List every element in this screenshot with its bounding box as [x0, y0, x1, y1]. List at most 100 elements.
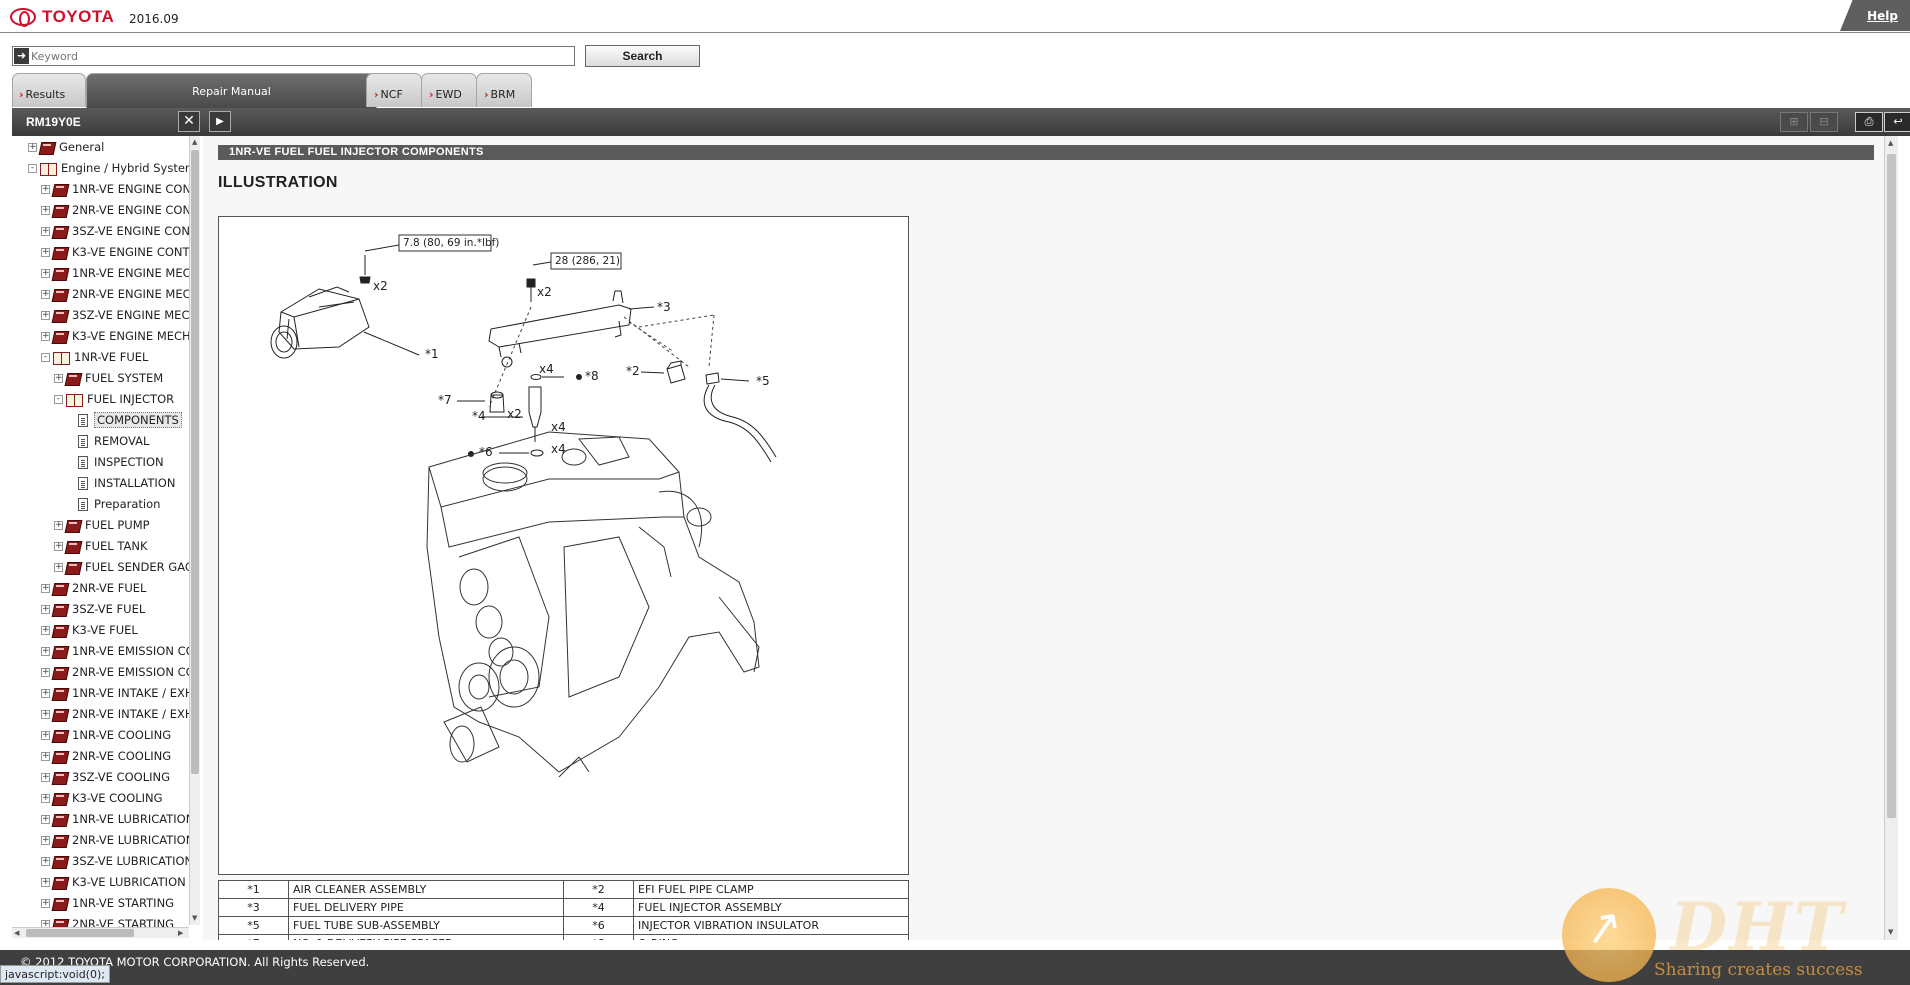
scroll-down-icon[interactable]: ▼ — [192, 914, 198, 922]
expand-icon[interactable]: + — [41, 183, 50, 194]
tree-node[interactable]: Preparation — [68, 495, 160, 513]
tree-node[interactable]: +K3-VE COOLING — [41, 789, 163, 807]
tree-node[interactable]: +1NR-VE ENGINE CONTROL — [41, 180, 190, 198]
expand-icon[interactable]: + — [41, 645, 50, 656]
expand-panel-button[interactable]: ▶ — [209, 111, 231, 132]
tree-node[interactable]: +General — [28, 138, 104, 156]
tree-node[interactable]: COMPONENTS — [68, 411, 182, 429]
tab-ncf[interactable]: ›NCF — [366, 73, 422, 107]
collapse-all-icon[interactable]: ⊟ — [1810, 112, 1838, 132]
tree-node[interactable]: +2NR-VE STARTING — [41, 915, 174, 927]
tree-vertical-scrollbar[interactable]: ▲ ▼ — [189, 136, 200, 925]
expand-icon[interactable]: + — [41, 582, 50, 593]
expand-icon[interactable]: + — [41, 204, 50, 215]
expand-icon[interactable]: + — [41, 771, 50, 782]
scroll-left-icon[interactable]: ◀ — [14, 929, 20, 937]
tab-repair-manual[interactable]: Repair Manual — [86, 73, 377, 108]
tree-node[interactable]: +2NR-VE FUEL — [41, 579, 146, 597]
expand-icon[interactable]: + — [41, 834, 50, 845]
expand-icon[interactable]: + — [41, 792, 50, 803]
tree-node[interactable]: +2NR-VE ENGINE MECHANICAL — [41, 285, 190, 303]
expand-icon[interactable]: + — [41, 897, 50, 908]
content-vertical-scrollbar[interactable]: ▲ ▼ — [1884, 136, 1898, 940]
expand-icon[interactable]: + — [41, 687, 50, 698]
expand-icon[interactable]: + — [41, 246, 50, 257]
tree-node[interactable]: +K3-VE ENGINE CONTROL — [41, 243, 190, 261]
scroll-thumb[interactable] — [1887, 154, 1896, 818]
tree-node[interactable]: +2NR-VE EMISSION CONTROL — [41, 663, 190, 681]
expand-icon[interactable]: + — [41, 624, 50, 635]
tree-node-label: 2NR-VE INTAKE / EXHAUST — [72, 707, 190, 721]
scroll-down-icon[interactable]: ▼ — [1888, 928, 1894, 936]
expand-icon[interactable]: + — [41, 876, 50, 887]
expand-icon[interactable]: + — [41, 309, 50, 320]
tree-node[interactable]: -1NR-VE FUEL — [41, 348, 148, 366]
tree-node[interactable]: +1NR-VE STARTING — [41, 894, 174, 912]
tree-node[interactable]: REMOVAL — [68, 432, 149, 450]
collapse-icon[interactable]: - — [54, 394, 63, 404]
expand-icon[interactable]: + — [54, 540, 63, 551]
tree-node[interactable]: INSTALLATION — [68, 474, 175, 492]
close-tree-button[interactable]: ✕ — [178, 111, 200, 132]
tree-node[interactable]: +3SZ-VE COOLING — [41, 768, 170, 786]
expand-icon[interactable]: + — [41, 603, 50, 614]
tree-node[interactable]: +2NR-VE INTAKE / EXHAUST — [41, 705, 190, 723]
help-link[interactable]: Help — [1840, 0, 1910, 31]
tree-horizontal-scrollbar[interactable]: ◀ ▶ — [12, 927, 189, 938]
collapse-icon[interactable]: - — [28, 163, 37, 173]
expand-icon[interactable]: + — [54, 561, 63, 572]
expand-icon[interactable]: + — [41, 813, 50, 824]
scroll-up-icon[interactable]: ▲ — [1888, 139, 1894, 147]
tree-node[interactable]: +2NR-VE ENGINE CONTROL — [41, 201, 190, 219]
expand-icon[interactable]: + — [54, 372, 63, 383]
search-button[interactable]: Search — [585, 45, 700, 67]
tree-node[interactable]: +FUEL PUMP — [54, 516, 150, 534]
tree-node[interactable]: +1NR-VE LUBRICATION — [41, 810, 190, 828]
expand-icon[interactable]: + — [41, 855, 50, 866]
tree-node[interactable]: +1NR-VE ENGINE MECHANICAL — [41, 264, 190, 282]
book-icon — [53, 183, 67, 196]
expand-icon[interactable]: + — [41, 729, 50, 740]
tab-ewd[interactable]: ›EWD — [421, 73, 477, 107]
keyword-input[interactable] — [31, 48, 571, 64]
tree-node[interactable]: +FUEL SENDER GAGE — [54, 558, 190, 576]
tree-node[interactable]: INSPECTION — [68, 453, 164, 471]
tree-node[interactable]: +3SZ-VE LUBRICATION — [41, 852, 190, 870]
tree-node[interactable]: +1NR-VE COOLING — [41, 726, 171, 744]
tree-node[interactable]: +1NR-VE INTAKE / EXHAUST — [41, 684, 190, 702]
tree-node[interactable]: -FUEL INJECTOR — [54, 390, 174, 408]
expand-icon[interactable]: + — [41, 330, 50, 341]
scroll-right-icon[interactable]: ▶ — [178, 929, 184, 937]
tree-node[interactable]: +FUEL TANK — [54, 537, 148, 555]
expand-icon[interactable]: + — [41, 708, 50, 719]
scroll-thumb[interactable] — [26, 929, 134, 937]
expand-icon[interactable]: + — [41, 666, 50, 677]
tree-node[interactable]: +3SZ-VE ENGINE MECHANICAL — [41, 306, 190, 324]
tree-node[interactable]: +K3-VE ENGINE MECHANICAL — [41, 327, 190, 345]
tree-node[interactable]: +K3-VE FUEL — [41, 621, 138, 639]
expand-icon[interactable]: + — [28, 141, 37, 152]
expand-icon[interactable]: + — [41, 267, 50, 278]
print-icon[interactable]: ⎙ — [1855, 112, 1883, 132]
tree-node[interactable]: +1NR-VE EMISSION CONTROL — [41, 642, 190, 660]
collapse-icon[interactable]: - — [41, 352, 50, 362]
tree-node[interactable]: -Engine / Hybrid System — [28, 159, 190, 177]
expand-icon[interactable]: + — [41, 750, 50, 761]
expand-icon[interactable]: + — [41, 225, 50, 236]
expand-icon[interactable]: + — [41, 918, 50, 927]
tree-node[interactable]: +FUEL SYSTEM — [54, 369, 163, 387]
expand-icon[interactable]: + — [54, 519, 63, 530]
tab-results[interactable]: ›Results — [12, 73, 86, 107]
tree-node[interactable]: +2NR-VE COOLING — [41, 747, 171, 765]
expand-icon[interactable]: + — [41, 288, 50, 299]
expand-all-icon[interactable]: ⊞ — [1780, 112, 1808, 132]
scroll-thumb[interactable] — [191, 150, 199, 774]
tree-node[interactable]: +K3-VE LUBRICATION — [41, 873, 186, 891]
tree-node[interactable]: +3SZ-VE ENGINE CONTROL — [41, 222, 190, 240]
scroll-up-icon[interactable]: ▲ — [192, 138, 198, 146]
tab-brm[interactable]: ›BRM — [476, 73, 532, 107]
keyword-field[interactable]: ➜ — [12, 46, 575, 66]
tree-node[interactable]: +2NR-VE LUBRICATION — [41, 831, 190, 849]
tree-node[interactable]: +3SZ-VE FUEL — [41, 600, 145, 618]
return-icon[interactable]: ↩ — [1884, 112, 1910, 132]
